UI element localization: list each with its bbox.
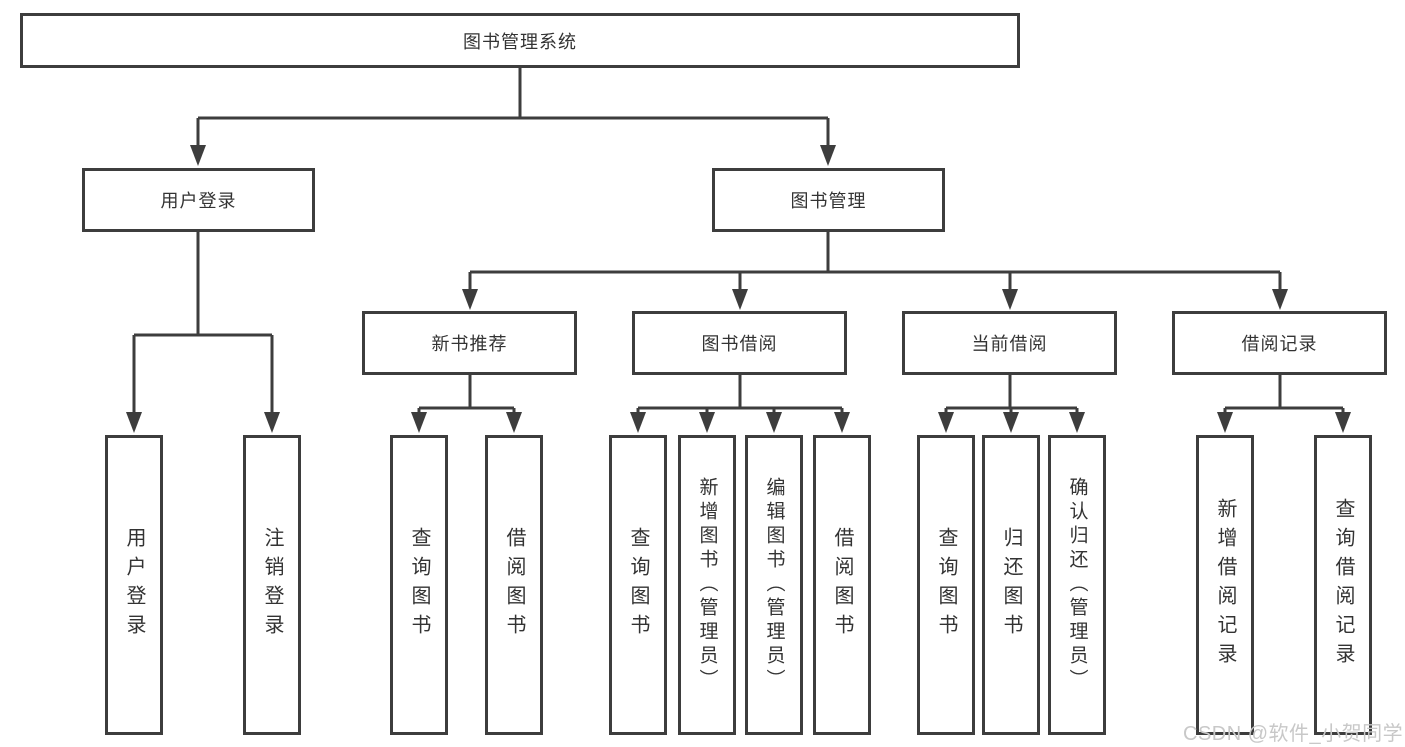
leaf-query-books-current: 查询图书 [917,435,975,735]
node-label: 图书借阅 [701,334,778,354]
leaf-confirm-return-admin: 确认归还（管理员） [1048,435,1106,735]
csdn-watermark: CSDN @软件_小贺同学 [1183,723,1404,745]
leaf-borrow-books-recommend: 借阅图书 [485,435,543,735]
node-label: 新增图书（管理员） [696,477,718,693]
node-label: 查询图书 [935,527,957,643]
node-label: 用户登录 [123,527,145,643]
node-label: 借阅图书 [503,527,525,643]
node-current-borrow: 当前借阅 [902,311,1117,375]
leaf-query-books-recommend: 查询图书 [390,435,448,735]
node-user-login-branch: 用户登录 [82,168,315,232]
leaf-query-books-borrow: 查询图书 [609,435,667,735]
node-label: 图书管理 [790,191,867,211]
node-new-book-recommend: 新书推荐 [362,311,577,375]
node-label: 查询借阅记录 [1332,498,1354,672]
node-label: 当前借阅 [971,334,1048,354]
node-label: 用户登录 [160,191,237,211]
node-label: 查询图书 [627,527,649,643]
node-label: 查询图书 [408,527,430,643]
node-borrow-records: 借阅记录 [1172,311,1387,375]
node-book-management: 图书管理 [712,168,945,232]
arrowhead-group [126,145,1351,433]
node-label: 新增借阅记录 [1214,498,1236,672]
leaf-logout: 注销登录 [243,435,301,735]
node-label: 借阅记录 [1241,334,1318,354]
node-book-borrow: 图书借阅 [632,311,847,375]
node-library-system: 图书管理系统 [20,13,1020,68]
leaf-return-books: 归还图书 [982,435,1040,735]
node-label: 借阅图书 [831,527,853,643]
leaf-edit-books-admin: 编辑图书（管理员） [745,435,803,735]
leaf-add-borrow-record: 新增借阅记录 [1196,435,1254,735]
leaf-borrow-books: 借阅图书 [813,435,871,735]
leaf-query-borrow-record: 查询借阅记录 [1314,435,1372,735]
leaf-add-books-admin: 新增图书（管理员） [678,435,736,735]
node-label: 归还图书 [1000,527,1022,643]
node-label: 注销登录 [261,527,283,643]
node-label: 新书推荐 [431,334,508,354]
node-label: 确认归还（管理员） [1066,477,1088,693]
node-label: 图书管理系统 [463,31,577,52]
node-label: 编辑图书（管理员） [763,477,785,693]
leaf-user-login: 用户登录 [105,435,163,735]
